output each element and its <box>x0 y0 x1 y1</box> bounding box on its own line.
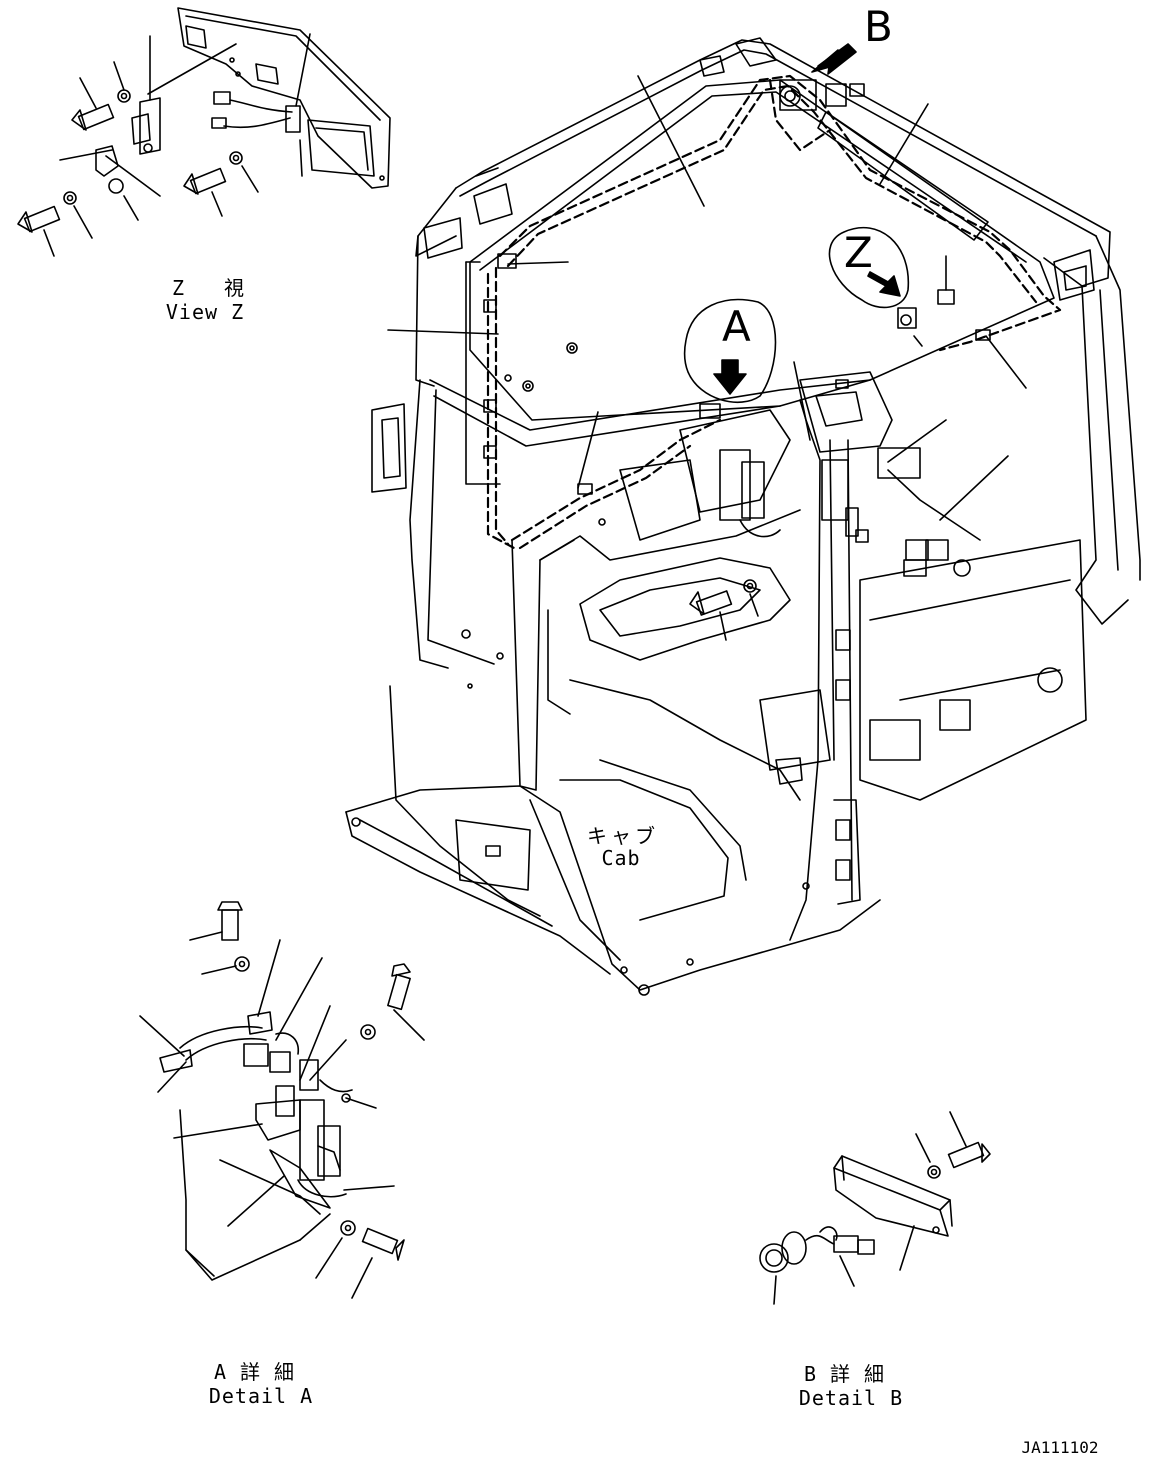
detail-a-illustration <box>139 901 425 1299</box>
leader-lines <box>387 75 1027 521</box>
callout-a-label: A <box>722 302 751 351</box>
arrow-b-icon <box>811 43 857 75</box>
detail-b-caption-ja: B詳細 <box>803 1362 899 1386</box>
callout-z-label: Z <box>844 228 873 277</box>
detail-b-caption-en: Detail B <box>798 1386 904 1410</box>
view-z-caption-en: View Z <box>165 300 245 324</box>
callout-z-bubble <box>828 226 910 309</box>
arrow-z-icon <box>867 271 901 297</box>
arrow-a-icon <box>713 359 747 395</box>
callout-a-bubble <box>683 298 777 404</box>
cab-caption-ja: キャブ <box>587 824 659 848</box>
wiring-harness <box>486 74 1062 550</box>
callout-b-label: B <box>864 2 893 51</box>
drawing-number: JA111102 <box>1021 1438 1099 1457</box>
view-z-caption-ja: Z 視 <box>171 276 259 300</box>
detail-b-illustration <box>759 1111 991 1305</box>
view-z-illustration <box>17 7 391 257</box>
harness-components <box>483 79 991 641</box>
detail-a-caption-ja: A詳細 <box>213 1360 309 1384</box>
detail-a-caption-en: Detail A <box>208 1384 314 1408</box>
cab-caption-en: Cab <box>601 846 641 870</box>
cab-frame-illustration <box>345 37 1141 996</box>
